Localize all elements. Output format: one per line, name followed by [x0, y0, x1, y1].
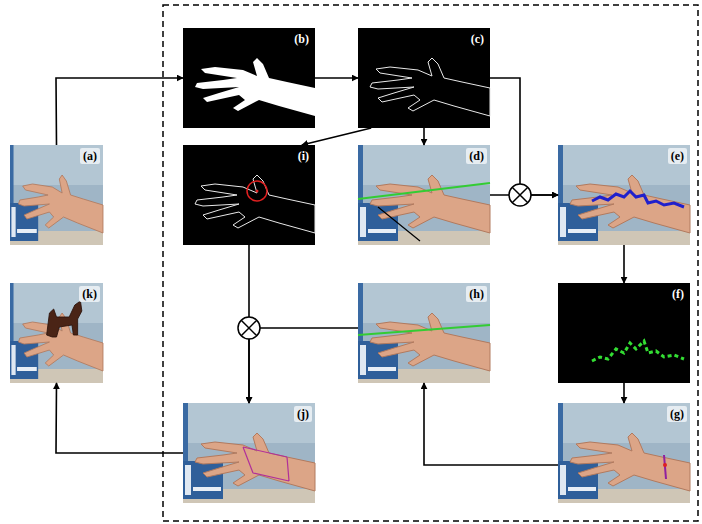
- panel-label: (k): [79, 286, 100, 302]
- panel-label: (d): [466, 148, 487, 164]
- scan-line: [358, 183, 490, 199]
- panel-label: (f): [669, 286, 687, 302]
- panel-label: (a): [80, 148, 100, 164]
- photo-j: [183, 403, 315, 503]
- image-panel: (d): [358, 145, 490, 245]
- contour-c: [358, 28, 490, 128]
- panel-label: (h): [466, 286, 487, 302]
- flow-arrow: [623, 383, 625, 403]
- dashed-frame: [163, 5, 698, 521]
- flow-arrow: [423, 128, 425, 145]
- image-panel: (k): [10, 283, 103, 383]
- panel-label: (e): [668, 148, 687, 164]
- image-panel: (b): [183, 28, 315, 128]
- mask-b: [183, 28, 315, 128]
- points-f: [558, 283, 690, 383]
- image-panel: (c): [358, 28, 490, 128]
- image-panel: (f): [558, 283, 690, 383]
- multiply-symbol: [509, 184, 531, 206]
- panel-label: (i): [295, 148, 312, 164]
- photo-g: [558, 403, 690, 503]
- flow-arrow: [56, 78, 183, 145]
- flow-arrow: [315, 77, 358, 79]
- wrist-point: [663, 463, 667, 467]
- photo-h: [358, 283, 490, 383]
- photo-d: [358, 145, 490, 245]
- flow-arrow: [623, 245, 625, 283]
- panel-label: (j): [294, 406, 312, 422]
- contour-trace: [592, 191, 684, 207]
- image-panel: (j): [183, 403, 315, 503]
- panel-label: (c): [468, 31, 487, 47]
- contour-i: [183, 145, 315, 245]
- image-panel: (e): [558, 145, 690, 245]
- hand-frame: [243, 447, 289, 481]
- photo-e: [558, 145, 690, 245]
- fingertip-circle: [247, 181, 267, 201]
- panel-label: (g): [667, 406, 687, 422]
- photo-a: [10, 145, 103, 245]
- fingertip-dot: [256, 190, 259, 193]
- image-panel: (g): [558, 403, 690, 503]
- virtual-object: [47, 301, 82, 337]
- image-panel: (a): [10, 145, 103, 245]
- flow-arrow: [424, 383, 558, 465]
- multiply-symbol: [238, 317, 260, 339]
- scan-line: [378, 207, 420, 241]
- flow-arrow: [302, 128, 371, 145]
- flow-arrow: [490, 78, 558, 195]
- panel-label: (b): [291, 31, 312, 47]
- flow-arrow: [249, 328, 358, 403]
- image-panel: (i): [183, 145, 315, 245]
- photo-k: [10, 283, 103, 383]
- wrist-mark: [664, 455, 666, 479]
- point-set: [592, 341, 684, 361]
- axis-line: [358, 325, 490, 335]
- image-panel: (h): [358, 283, 490, 383]
- flow-arrow: [56, 383, 183, 453]
